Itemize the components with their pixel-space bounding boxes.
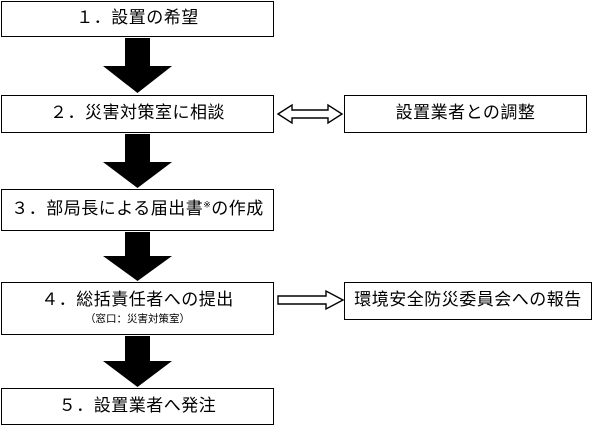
step-1-box: １．設置の希望 bbox=[1, 1, 274, 37]
side-1-label: 設置業者との調整 bbox=[395, 103, 536, 124]
step-2-box: ２．災害対策室に相談 bbox=[1, 95, 274, 133]
step-2-label: ２．災害対策室に相談 bbox=[50, 103, 225, 124]
step-3-label-main: ３．部局長による届出書 bbox=[11, 199, 204, 220]
step-3-label-tail: の作成 bbox=[211, 199, 264, 220]
side-box-contractor-coordination: 設置業者との調整 bbox=[344, 95, 587, 133]
side-box-committee-report: 環境安全防災委員会への報告 bbox=[344, 282, 592, 320]
step-5-box: ５．設置業者へ発注 bbox=[1, 388, 274, 425]
right-arrow bbox=[277, 289, 345, 311]
step-4-sublabel: （窓口：災害対策室） bbox=[85, 312, 190, 325]
step-4-label: ４．総括責任者への提出 bbox=[41, 290, 234, 311]
step-3-label: ３．部局長による届出書※の作成 bbox=[11, 199, 264, 220]
note-mark: ※ bbox=[203, 200, 212, 211]
step-3-box: ３．部局長による届出書※の作成 bbox=[1, 189, 274, 231]
step-1-label: １．設置の希望 bbox=[76, 8, 199, 29]
bidirectional-arrow bbox=[276, 103, 344, 125]
side-2-label: 環境安全防災委員会への報告 bbox=[354, 290, 582, 311]
step-5-label: ５．設置業者へ発注 bbox=[58, 395, 217, 416]
step-4-box: ４．総括責任者への提出 （窓口：災害対策室） bbox=[1, 282, 274, 335]
down-arrow-3-4 bbox=[103, 232, 172, 281]
down-arrow-1-2 bbox=[103, 38, 172, 93]
down-arrow-4-5 bbox=[103, 336, 172, 387]
down-arrow-2-3 bbox=[103, 134, 172, 188]
